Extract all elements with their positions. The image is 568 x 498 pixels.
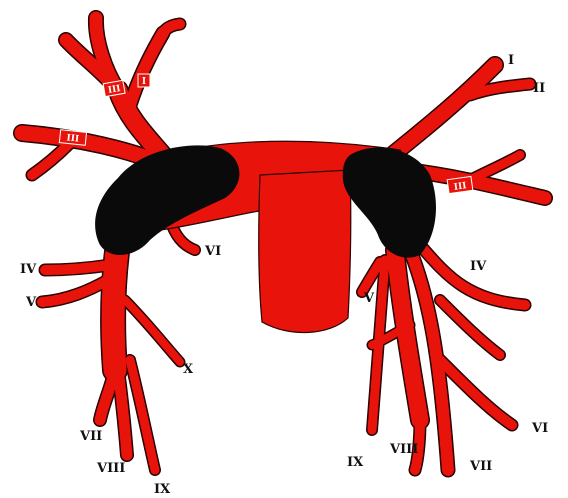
- label-left-V: V: [25, 295, 37, 310]
- left-dark-mass: [95, 145, 239, 255]
- label-left-IV: IV: [20, 262, 37, 277]
- label-left-VI: VI: [204, 244, 221, 259]
- label-right-I: I: [508, 53, 514, 68]
- right-dark-mass: [343, 148, 436, 258]
- label-right-VI: VI: [531, 421, 548, 436]
- label-left-VIII: VIII: [96, 461, 125, 476]
- label-left-VII: VII: [79, 429, 102, 444]
- right-seg-label: III: [453, 181, 467, 193]
- label-right-V: V: [363, 291, 375, 306]
- label-right-VII: VII: [469, 459, 492, 474]
- upper-left-seg-b-label: I: [142, 77, 146, 87]
- label-right-IX: IX: [347, 455, 364, 470]
- label-left-X: X: [183, 362, 194, 377]
- central-trunk: [259, 170, 351, 333]
- label-right-II: II: [533, 81, 545, 96]
- label-left-IX: IX: [154, 482, 171, 497]
- label-right-VIII: VIII: [389, 442, 418, 457]
- left-seg-label: III: [66, 133, 80, 144]
- label-right-IV: IV: [470, 259, 487, 274]
